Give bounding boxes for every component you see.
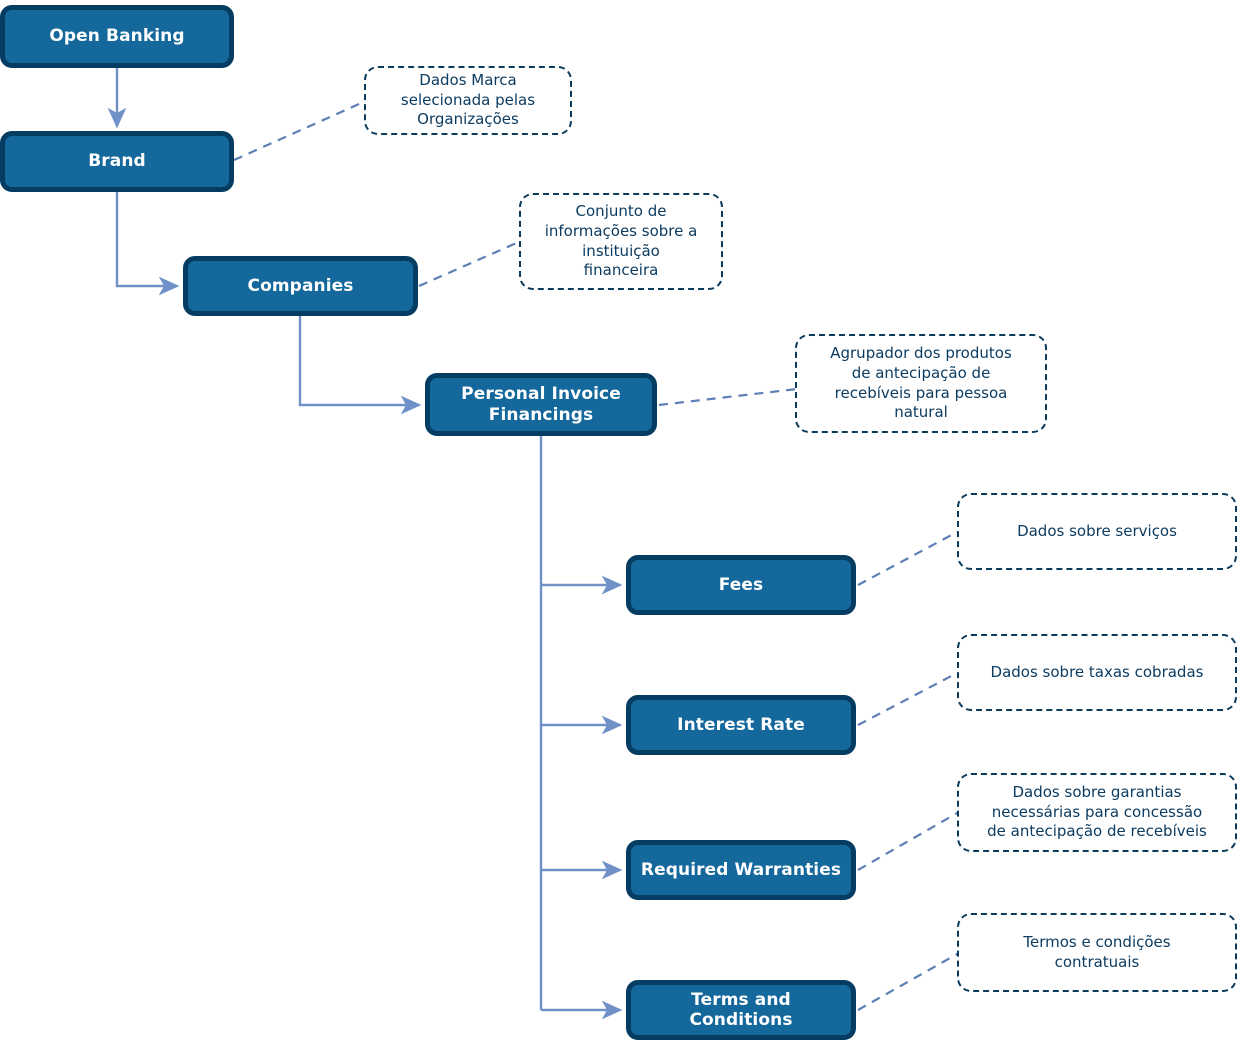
node-terms-and-conditions-label: Terms and Conditions	[689, 989, 793, 1030]
edge-interest-rate-to-note	[857, 671, 960, 726]
note-companies: Conjunto de informações sobre a institui…	[519, 193, 723, 290]
note-companies-text: Conjunto de informações sobre a institui…	[544, 201, 698, 280]
node-terms-and-conditions[interactable]: Terms and Conditions	[626, 980, 856, 1040]
node-required-warranties[interactable]: Required Warranties	[626, 840, 856, 900]
node-brand-label: Brand	[88, 151, 146, 172]
note-interest-rate-text: Dados sobre taxas cobradas	[990, 662, 1204, 681]
edge-brand-to-note	[233, 98, 369, 162]
edge-fees-to-note	[857, 530, 960, 586]
node-companies-label: Companies	[247, 275, 354, 296]
node-fees[interactable]: Fees	[626, 555, 856, 615]
node-fees-label: Fees	[718, 574, 764, 595]
note-brand-text: Dados Marca selecionada pelas Organizaçõ…	[400, 70, 536, 129]
edge-required-warranties-to-note	[857, 811, 960, 871]
node-companies[interactable]: Companies	[183, 256, 418, 316]
note-brand: Dados Marca selecionada pelas Organizaçõ…	[364, 66, 572, 135]
node-interest-rate-label: Interest Rate	[677, 714, 805, 735]
edge-brand-to-companies	[115, 192, 180, 296]
node-open-banking-label: Open Banking	[49, 26, 185, 47]
note-required-warranties: Dados sobre garantias necessárias para c…	[957, 773, 1237, 852]
edge-personal-invoice-financings-to-note	[658, 387, 798, 407]
edge-companies-to-note	[418, 239, 522, 288]
edge-companies-to-personal-invoice-financings	[298, 316, 422, 415]
note-terms-and-conditions: Termos e condições contratuais	[957, 913, 1237, 992]
node-interest-rate[interactable]: Interest Rate	[626, 695, 856, 755]
note-personal-invoice-financings: Agrupador dos produtos de antecipação de…	[795, 334, 1047, 433]
node-open-banking[interactable]: Open Banking	[0, 5, 234, 68]
note-personal-invoice-financings-text: Agrupador dos produtos de antecipação de…	[830, 343, 1012, 422]
note-fees: Dados sobre serviços	[957, 493, 1237, 570]
node-required-warranties-label: Required Warranties	[640, 859, 842, 880]
note-interest-rate: Dados sobre taxas cobradas	[957, 634, 1237, 711]
node-personal-invoice-financings-label: Personal Invoice Financings	[461, 384, 621, 425]
note-terms-and-conditions-text: Termos e condições contratuais	[1023, 932, 1171, 971]
edge-terms-and-conditions-to-note	[857, 952, 960, 1011]
note-fees-text: Dados sobre serviços	[1017, 521, 1177, 540]
note-required-warranties-text: Dados sobre garantias necessárias para c…	[987, 782, 1207, 841]
node-personal-invoice-financings[interactable]: Personal Invoice Financings	[425, 373, 657, 436]
node-brand[interactable]: Brand	[0, 131, 234, 192]
